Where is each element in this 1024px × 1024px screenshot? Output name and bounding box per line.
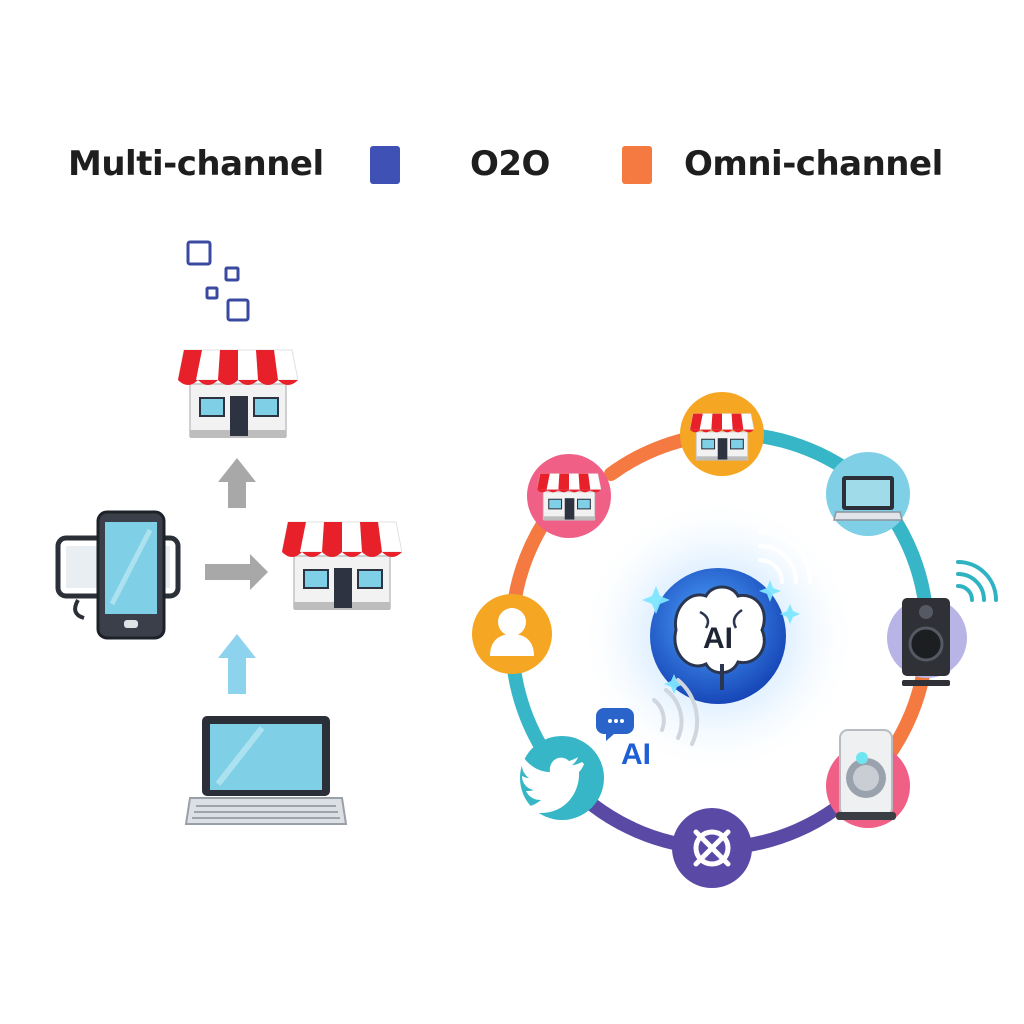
store-icon-center xyxy=(282,521,402,611)
node-crossed-circle xyxy=(672,808,752,888)
legend-label-o2o: O2O xyxy=(470,144,550,184)
chat-ai-icon: AI xyxy=(596,678,700,771)
node-smart-speaker xyxy=(826,729,910,828)
store-icon xyxy=(537,473,601,522)
phone-tablet-icon xyxy=(55,510,181,640)
node-user xyxy=(472,594,552,674)
legend-label-multichannel: Multi-channel xyxy=(68,144,324,184)
node-twitter xyxy=(518,736,604,820)
square-pixels-icon xyxy=(186,240,250,322)
laptop-icon xyxy=(184,716,348,825)
node-store-left xyxy=(527,454,611,538)
twitter-bird-icon xyxy=(518,757,584,813)
legend-label-omnichannel: Omni-channel xyxy=(684,144,943,184)
hub-ai-label: AI xyxy=(703,622,733,655)
node-laptop xyxy=(826,452,910,536)
legend: Multi-channel O2O Omni-channel xyxy=(0,138,1024,190)
store-icon-top xyxy=(178,349,298,439)
laptop-icon xyxy=(833,476,903,521)
right-arrow-icon xyxy=(205,554,268,590)
up-arrow-icon-top xyxy=(218,458,256,508)
crossed-circle-icon xyxy=(693,829,731,867)
ai-hub: AI xyxy=(578,496,858,776)
smart-speaker-icon xyxy=(836,729,896,820)
store-icon xyxy=(690,413,754,462)
user-icon xyxy=(490,608,534,656)
legend-swatch-o2o xyxy=(370,146,400,184)
up-arrow-icon-bottom xyxy=(218,634,256,694)
node-store-top xyxy=(680,392,764,476)
wifi-signal-hub-icon xyxy=(758,530,812,584)
legend-swatch-omnichannel xyxy=(622,146,652,184)
node-speaker xyxy=(887,560,998,686)
wifi-signal-icon xyxy=(956,560,998,602)
chat-ai-label: AI xyxy=(621,738,651,771)
speaker-icon xyxy=(902,598,950,686)
